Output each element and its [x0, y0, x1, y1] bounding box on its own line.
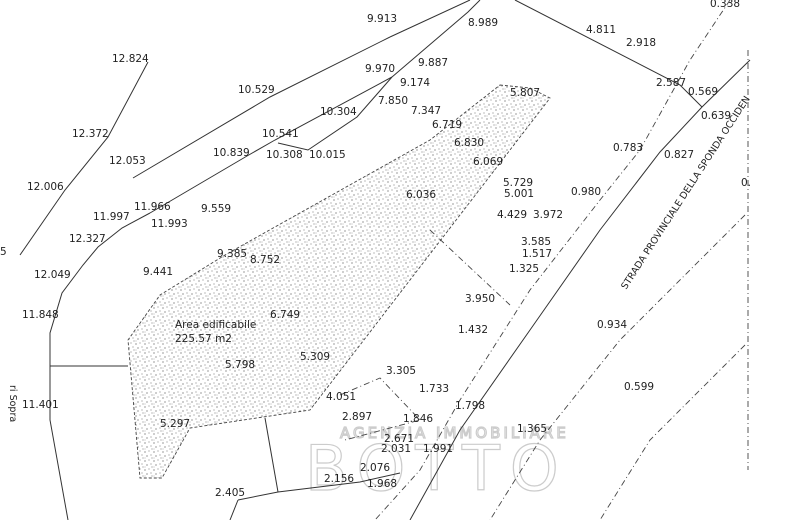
- elevation-label: 11.966: [134, 201, 171, 213]
- elevation-label: 2.156: [324, 473, 354, 485]
- elevation-label: 11.848: [22, 309, 59, 321]
- elevation-label: 10.308: [266, 149, 303, 161]
- elevation-label: 2.076: [360, 462, 390, 474]
- elevation-label: 1.365: [517, 423, 547, 435]
- watermark: AGENZIA IMMOBILIARE BOTTO: [304, 423, 569, 505]
- buildable-area: [127, 84, 551, 479]
- elevation-label: 5.807: [510, 87, 540, 99]
- elevation-label: 2.897: [342, 411, 372, 423]
- elevation-label: 10.529: [238, 84, 275, 96]
- elevation-label: 2.671: [384, 433, 414, 445]
- watermark-logo-text: BOTTO: [305, 432, 569, 505]
- elevation-label: 6.036: [406, 189, 436, 201]
- elevation-label: 2.587: [656, 77, 686, 89]
- elevation-label: 3.305: [386, 365, 416, 377]
- elevation-label: 10.839: [213, 147, 250, 159]
- elevation-label: 6.719: [432, 119, 462, 131]
- elevation-label: 5.309: [300, 351, 330, 363]
- elevation-label: 0.980: [571, 186, 601, 198]
- elevation-label: 10.541: [262, 128, 299, 140]
- elevation-label: 2.405: [215, 487, 245, 499]
- elevation-label: 1.798: [455, 400, 485, 412]
- elevation-label: 11.997: [93, 211, 130, 223]
- area-title: Area edificabile: [175, 319, 256, 331]
- watermark-top-text: AGENZIA IMMOBILIARE: [340, 424, 569, 442]
- elevation-label: 5: [0, 246, 7, 258]
- elevation-label: 9.385: [217, 248, 247, 260]
- elevation-label: 9.913: [367, 13, 397, 25]
- elevation-label: 0.338: [710, 0, 740, 10]
- elevation-label: 5.798: [225, 359, 255, 371]
- elevation-label: 4.429: [497, 209, 527, 221]
- elevation-label: 5.729: [503, 177, 533, 189]
- area-size: 225.57 m2: [175, 333, 232, 345]
- elevation-label: 0.639: [701, 110, 731, 122]
- elevation-label: 7.850: [378, 95, 408, 107]
- elevation-label: 1.432: [458, 324, 488, 336]
- elevation-label: 9.174: [400, 77, 430, 89]
- elevation-label: 6.069: [473, 156, 503, 168]
- elevation-label: 1.517: [522, 248, 552, 260]
- elevation-label: 12.824: [112, 53, 149, 65]
- elevation-label: 12.049: [34, 269, 71, 281]
- elevation-label: 12.006: [27, 181, 64, 193]
- elevation-label: 8.752: [250, 254, 280, 266]
- elevation-label: 9.970: [365, 63, 395, 75]
- street-label: ri Sopra: [7, 385, 18, 422]
- elevation-label: 3.950: [465, 293, 495, 305]
- elevation-label: 11.993: [151, 218, 188, 230]
- elevation-label: 8.989: [468, 17, 498, 29]
- elevation-label: 4.811: [586, 24, 616, 36]
- elevation-label: 1.733: [419, 383, 449, 395]
- elevation-label: 12.327: [69, 233, 106, 245]
- elevation-label: 9.559: [201, 203, 231, 215]
- elevation-label: 5.001: [504, 188, 534, 200]
- elevation-label: 7.347: [411, 105, 441, 117]
- elevation-label: 12.053: [109, 155, 146, 167]
- elevation-label: 6.830: [454, 137, 484, 149]
- elevation-label: 9.887: [418, 57, 448, 69]
- elevation-label: 0.599: [624, 381, 654, 393]
- elevation-label: 0.827: [664, 149, 694, 161]
- elevation-label: 9.441: [143, 266, 173, 278]
- elevation-label: 10.015: [309, 149, 346, 161]
- elevation-label: 10.304: [320, 106, 357, 118]
- elevation-label: 3.972: [533, 209, 563, 221]
- elevation-label: 4.051: [326, 391, 356, 403]
- elevation-label: 0.: [741, 177, 751, 189]
- elevation-label: 0.569: [688, 86, 718, 98]
- elevation-label: 1.991: [423, 443, 453, 455]
- elevation-label: 1.846: [403, 413, 433, 425]
- elevation-label: 0.783: [613, 142, 643, 154]
- elevation-label: 1.968: [367, 478, 397, 490]
- elevation-label: 6.749: [270, 309, 300, 321]
- survey-lines: [19, 0, 751, 520]
- elevation-label: 3.585: [521, 236, 551, 248]
- elevation-label: 2.918: [626, 37, 656, 49]
- elevation-label: 12.372: [72, 128, 109, 140]
- elevation-label: 2.031: [381, 443, 411, 455]
- elevation-label: 5.297: [160, 418, 190, 430]
- elevation-label: 0.934: [597, 319, 627, 331]
- elevation-labels: 9.913 8.989 0.338 4.811 2.918 12.824 9.970 9.88…: [0, 0, 751, 499]
- elevation-label: 11.401: [22, 399, 59, 411]
- elevation-label: 1.325: [509, 263, 539, 275]
